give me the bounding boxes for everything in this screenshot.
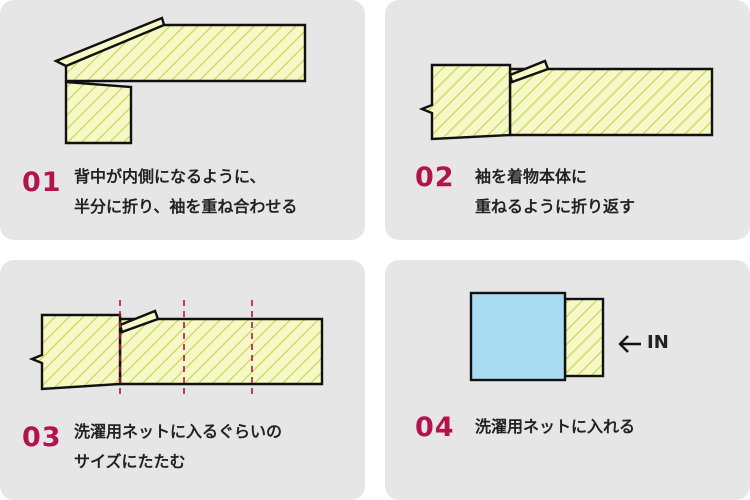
sleeve-shape bbox=[64, 80, 133, 145]
folded-kimono-shape bbox=[563, 297, 605, 378]
step-number: 01 bbox=[22, 167, 62, 198]
step-01-illustration bbox=[53, 16, 307, 145]
collar-shape bbox=[53, 16, 166, 68]
step-card-01: 01 背中が内側になるように、 半分に折り、袖を重ね合わせる bbox=[0, 0, 365, 240]
kimono-body-shape bbox=[508, 67, 714, 137]
step-02-illustration bbox=[418, 59, 714, 141]
step-card-04: IN 04 洗濯用ネットに入れる bbox=[385, 260, 750, 500]
in-label: IN bbox=[647, 332, 669, 353]
collar-shape bbox=[508, 59, 550, 84]
step-text-line-2: サイズにたたむ bbox=[74, 452, 186, 471]
folded-sleeve-shape bbox=[418, 63, 512, 141]
step-number: 04 bbox=[415, 412, 455, 443]
step-card-03: 03 洗濯用ネットに入るぐらいの サイズにたたむ bbox=[0, 260, 365, 500]
step-number: 02 bbox=[415, 162, 455, 193]
collar-shape bbox=[118, 309, 160, 334]
folded-sleeve-shape bbox=[28, 313, 122, 391]
step-card-02: 02 袖を着物本体に 重ねるように折り返す bbox=[385, 0, 750, 240]
step-04-illustration bbox=[469, 291, 641, 382]
arrow-left-icon bbox=[618, 335, 641, 353]
kimono-body-shape bbox=[118, 317, 324, 386]
laundry-net-shape bbox=[469, 291, 567, 382]
kimono-body-shape bbox=[64, 23, 307, 83]
step-text-line-1: 背中が内側になるように、 bbox=[74, 167, 266, 186]
step-text-line-1: 袖を着物本体に bbox=[475, 167, 588, 186]
step-text-line-1: 洗濯用ネットに入るぐらいの bbox=[74, 422, 283, 441]
step-number: 03 bbox=[22, 422, 62, 453]
step-text-line-2: 重ねるように折り返す bbox=[475, 197, 636, 216]
step-text-line-1: 洗濯用ネットに入れる bbox=[475, 417, 636, 436]
step-03-illustration bbox=[28, 300, 324, 394]
step-text-line-2: 半分に折り、袖を重ね合わせる bbox=[74, 197, 298, 216]
